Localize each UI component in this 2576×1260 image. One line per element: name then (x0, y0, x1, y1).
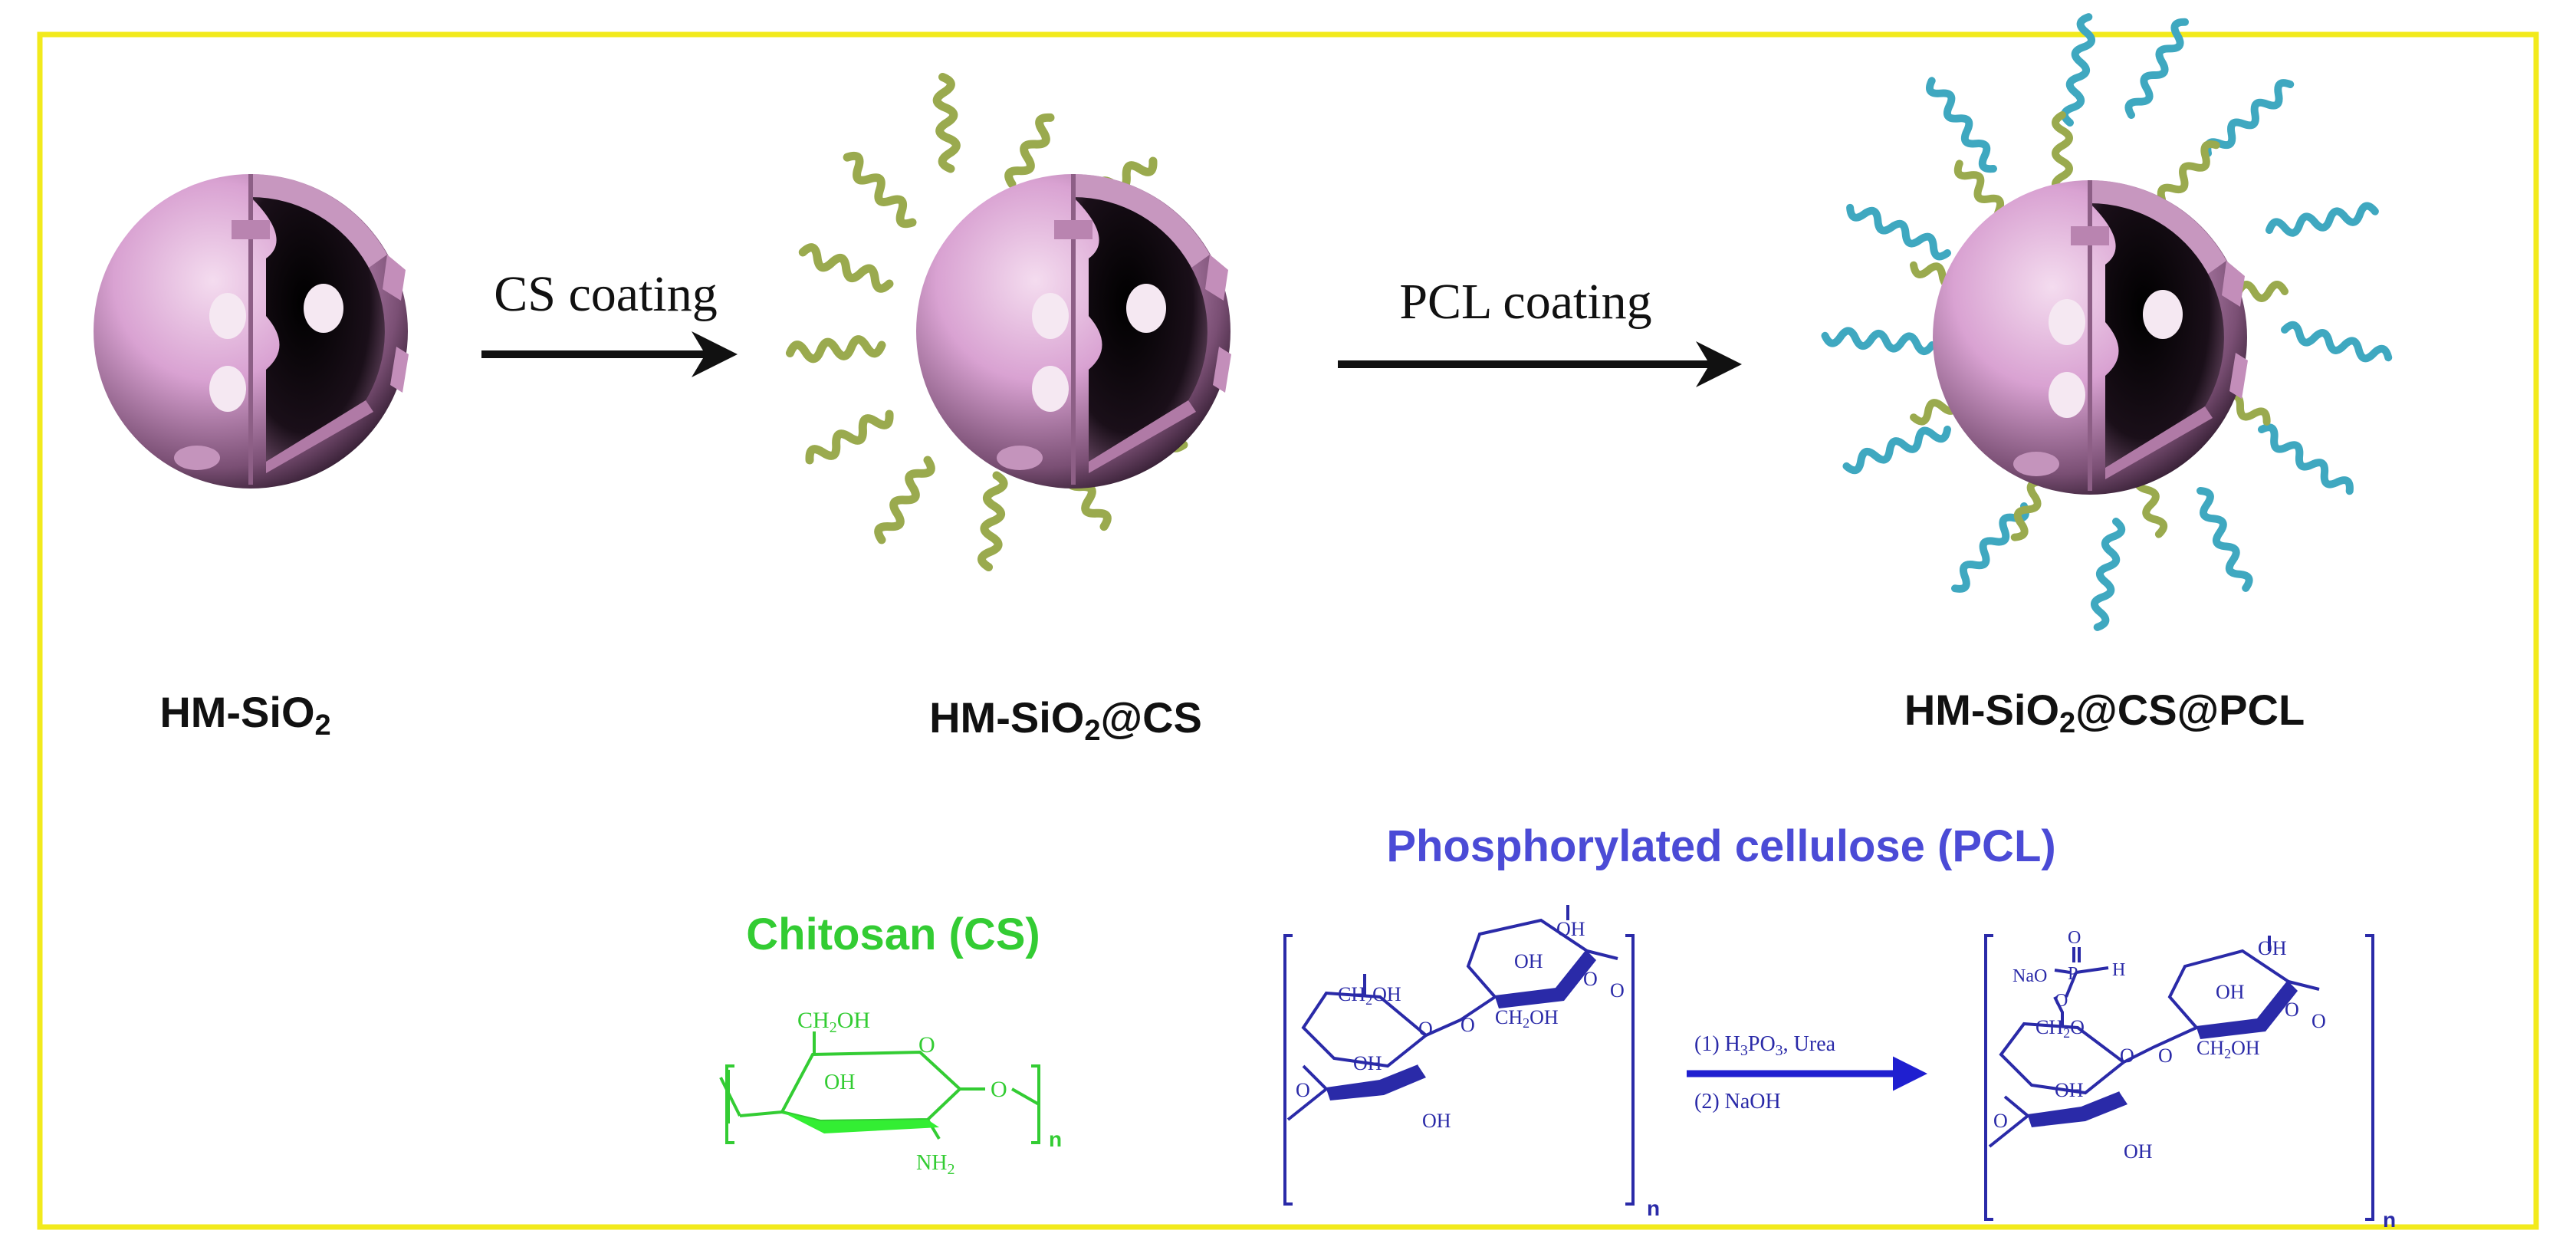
chitosan-repeat-n: n (1049, 1127, 1062, 1151)
step-arrow-cs: CS coating (481, 266, 738, 377)
pcl-left-oh-top: OH (1556, 918, 1585, 940)
sphere-hm-sio2-cs-pcl (1821, 13, 2393, 631)
pcl-right-oh-bottom: OH (2124, 1140, 2153, 1163)
pcl-right-bridge-o: O (2158, 1045, 2173, 1067)
chitosan-hydroxyl: OH (824, 1071, 855, 1094)
pcl-left-ring-o-left: O (1418, 1018, 1433, 1040)
pcl-left-link-o-right: O (1610, 979, 1625, 1002)
cellulose-structure-left: OH OH O O CH2OH O O CH2OH OH OH O n (1283, 905, 1660, 1220)
pcl-right-o-ester: O (2055, 991, 2068, 1011)
pcl-title: Phosphorylated cellulose (PCL) (1386, 821, 2055, 871)
step-arrow-pcl: PCL coating (1338, 274, 1742, 387)
stage-label-hm-sio2-cs-pcl: HM-SiO2@CS@PCL (1904, 686, 2305, 739)
pcl-right-oh-mid-left: OH (2055, 1079, 2084, 1101)
pcl-chain-group (1821, 13, 2393, 631)
sphere-hm-sio2 (94, 174, 409, 489)
pcl-left-ring-o-right: O (1583, 968, 1598, 990)
chitosan-title: Chitosan (CS) (746, 910, 1040, 959)
pcl-right-link-o-right: O (2312, 1010, 2326, 1032)
pcl-left-oh-bottom: OH (1422, 1110, 1451, 1132)
pcl-left-bridge-o: O (1460, 1014, 1475, 1036)
pcl-right-link-o-left: O (1993, 1110, 2008, 1132)
pcl-right-h: H (2112, 960, 2125, 980)
step-label-pcl: PCL coating (1399, 274, 1651, 330)
pcl-right-ch2o: CH2O (2036, 1016, 2085, 1041)
pcl-right-o-dbl: O (2068, 928, 2081, 948)
reaction-arrow: (1) H3PO3, Urea (2) NaOH (1687, 1032, 1927, 1114)
reaction-step-1: (1) H3PO3, Urea (1694, 1032, 1836, 1059)
pcl-left-oh-mid-right: OH (1514, 950, 1543, 972)
chitosan-structure: Chitosan (CS) CH2OH O O OH NH2 n (719, 910, 1062, 1178)
pcl-right-ring-o-left: O (2120, 1045, 2134, 1067)
pcl-right-oh-mid-right: OH (2216, 981, 2245, 1003)
step-label-cs: CS coating (494, 266, 718, 322)
stage-label-hm-sio2-cs: HM-SiO2@CS (929, 693, 1202, 747)
cellulose-structure-right: O P H NaO O CH2O OH OH O O O O CH2OH OH … (1984, 928, 2396, 1232)
chitosan-ch2oh: CH2OH (797, 1008, 870, 1036)
chitosan-link-oxygen: O (991, 1077, 1007, 1102)
reaction-step-2: (2) NaOH (1694, 1090, 1781, 1114)
pcl-right-oh-top: OH (2258, 937, 2287, 959)
pcl-right-nao: NaO (2013, 966, 2047, 986)
chitosan-amine: NH2 (916, 1151, 955, 1178)
stage-label-hm-sio2: HM-SiO2 (159, 688, 330, 742)
pcl-right-ch2oh: CH2OH (2196, 1037, 2260, 1061)
pcl-left-link-o-left: O (1296, 1079, 1310, 1101)
pcl-left-repeat-n: n (1647, 1196, 1660, 1220)
pcl-right-p: P (2068, 964, 2078, 984)
pcl-left-ch2oh-right: CH2OH (1495, 1006, 1559, 1031)
pcl-left-ch2oh-left: CH2OH (1338, 983, 1401, 1008)
chitosan-ring-oxygen: O (918, 1032, 935, 1058)
sphere-hm-sio2-cs (785, 72, 1231, 572)
pcl-right-repeat-n: n (2383, 1208, 2396, 1232)
pcl-left-oh-mid-left: OH (1353, 1052, 1382, 1074)
pcl-right-ring-o-right: O (2285, 998, 2299, 1021)
